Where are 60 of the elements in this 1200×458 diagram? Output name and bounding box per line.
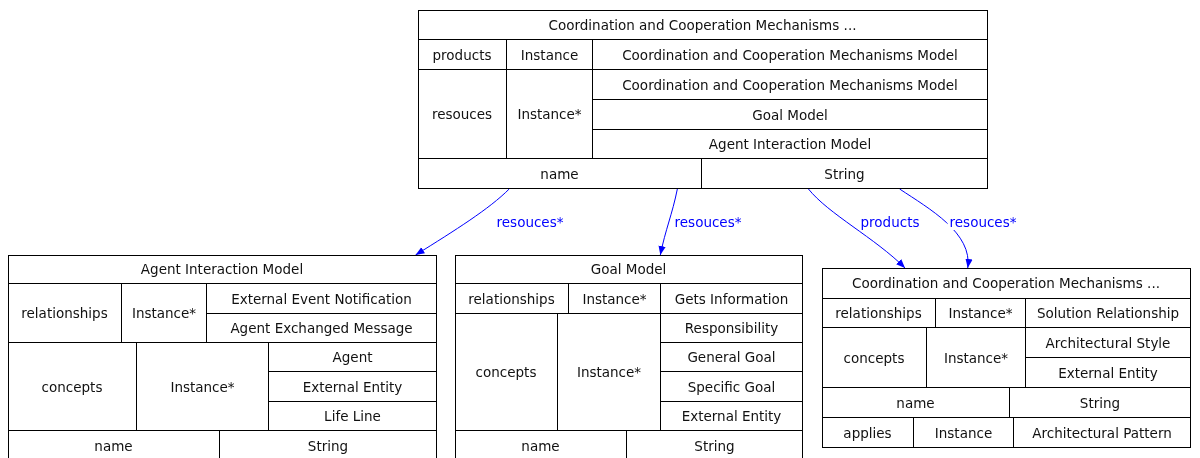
table-cell: String [627, 431, 803, 458]
table-cell: name [455, 431, 627, 458]
table-cell: Specific Goal [661, 372, 803, 402]
table-cell: Instance* [927, 328, 1026, 388]
table-cell: String [1010, 388, 1191, 418]
table-cell: External Entity [661, 402, 803, 431]
table-cell: Responsibility [661, 314, 803, 343]
table-cell: Goal Model [593, 100, 988, 130]
table-cell: Instance* [122, 284, 207, 343]
arrow [658, 188, 678, 256]
table-cell: name [418, 159, 702, 189]
table-cell: External Entity [1026, 358, 1191, 388]
table-cell: applies [822, 418, 914, 448]
table-cell: General Goal [661, 343, 803, 372]
table-cell: Agent [269, 343, 437, 372]
table-cell: products [418, 40, 507, 70]
table-cell: String [220, 431, 437, 458]
table-cell: Architectural Pattern [1014, 418, 1191, 448]
table-cell: Architectural Style [1026, 328, 1191, 358]
table-cell: Coordination and Cooperation Mechanisms Model [593, 70, 988, 100]
table-cell: relationships [8, 284, 122, 343]
table-cell: Goal Model [455, 255, 803, 284]
table-cell: Coordination and Cooperation Mechanisms Model [593, 40, 988, 70]
arrow [415, 188, 510, 256]
table-cell: Life Line [269, 402, 437, 431]
table-cell: name [8, 431, 220, 458]
record-table [8, 255, 437, 458]
arrow [807, 188, 906, 269]
table-cell: Coordination and Cooperation Mechanisms ... [822, 268, 1191, 299]
table-cell: Instance [914, 418, 1014, 448]
edge-label: resouces* [947, 214, 1019, 230]
table-cell: resouces [418, 70, 507, 159]
record-table [418, 10, 988, 189]
table-cell: Gets Information [661, 284, 803, 314]
table-cell: concepts [455, 314, 558, 431]
table-cell: Agent Exchanged Message [207, 314, 437, 343]
table-cell: name [822, 388, 1010, 418]
edge-label: resouces* [672, 214, 744, 230]
table-cell: Agent Interaction Model [8, 255, 437, 284]
table-cell: Instance* [569, 284, 661, 314]
edge-label: products [858, 214, 922, 230]
record-table [455, 255, 803, 458]
table-cell: Instance* [507, 70, 593, 159]
table-cell: Instance* [137, 343, 269, 431]
table-cell: Instance* [936, 299, 1026, 328]
table-cell: Agent Interaction Model [593, 130, 988, 159]
table-cell: External Entity [269, 372, 437, 402]
record-table [822, 268, 1191, 448]
table-cell: concepts [822, 328, 927, 388]
table-cell: Instance [507, 40, 593, 70]
edge-label: resouces* [494, 214, 566, 230]
table-cell: concepts [8, 343, 137, 431]
table-cell: Solution Relationship [1026, 299, 1191, 328]
arrow [899, 188, 972, 269]
table-cell: relationships [822, 299, 936, 328]
table-cell: Instance* [558, 314, 661, 431]
table-cell: Coordination and Cooperation Mechanisms ... [418, 10, 988, 40]
table-cell: String [702, 159, 988, 189]
table-cell: External Event Notification [207, 284, 437, 314]
table-cell: relationships [455, 284, 569, 314]
